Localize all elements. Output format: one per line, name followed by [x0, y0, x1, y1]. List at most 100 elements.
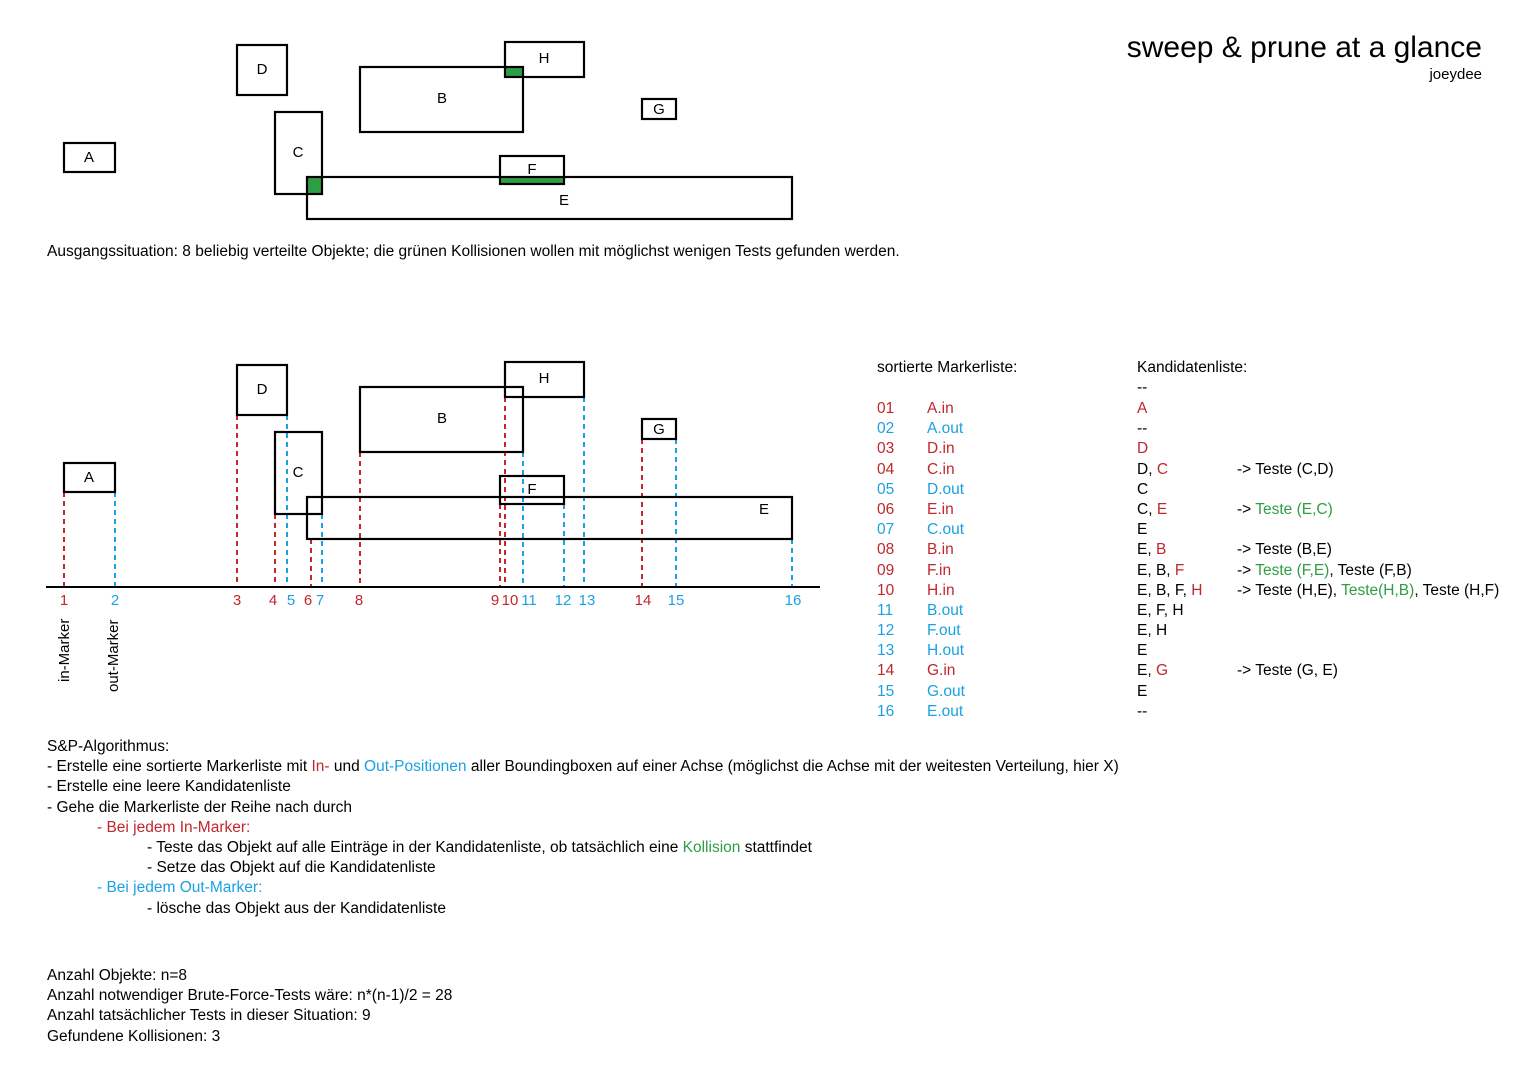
box-label-h: H	[539, 50, 550, 67]
candidate-cell: E, B, F	[1137, 561, 1202, 581]
algorithm-step-3: - Gehe die Markerliste der Reihe nach du…	[47, 798, 352, 816]
marker-number-cell: 05	[877, 480, 894, 500]
marker-number-cell: 13	[877, 641, 894, 661]
box-label-e: E	[559, 192, 569, 209]
marker-list-header: sortierte Markerliste:	[877, 359, 1018, 376]
marker-number: 10	[877, 581, 895, 599]
marker-number-cell: 07	[877, 520, 894, 540]
axis-box-label-d: D	[257, 381, 268, 398]
tests-cell: -> Teste (F,E), Teste (F,B)	[1237, 561, 1499, 581]
candidate-cell: E, B, F, H	[1137, 581, 1202, 601]
statistics: Anzahl Objekte: n=8 Anzahl notwendiger B…	[47, 966, 452, 1047]
tests-cell: -> Teste (H,E), Teste(H,B), Teste (H,F)	[1237, 581, 1499, 601]
marker-name: G.out	[927, 682, 965, 700]
tests-cell: -> Teste (G, E)	[1237, 661, 1499, 681]
box-label-d: D	[257, 61, 268, 78]
marker-number-cell: 15	[877, 682, 894, 702]
marker-number-2: 2	[111, 592, 119, 609]
tests-cell	[1237, 702, 1499, 722]
box-e	[305, 175, 794, 221]
candidate-entry: D	[1137, 440, 1149, 458]
candidate-cell: E, G	[1137, 661, 1202, 681]
tests-cell	[1237, 439, 1499, 459]
candidate-entry: E, B,	[1137, 561, 1175, 579]
marker-number-16: 16	[785, 592, 802, 609]
situation-caption: Ausgangssituation: 8 beliebig verteilte …	[47, 243, 900, 260]
test-entry: Teste (F,E)	[1255, 561, 1330, 579]
marker-name: E.in	[927, 500, 954, 518]
marker-name-cell: B.out	[927, 601, 965, 621]
axis-box-d	[235, 363, 289, 417]
candidate-cell: E	[1137, 641, 1202, 661]
box-a	[62, 141, 117, 174]
in-marker-step-1: - Teste das Objekt auf alle Einträge in …	[147, 838, 812, 856]
marker-name-cell: D.out	[927, 480, 965, 500]
marker-number-10: 10	[502, 592, 519, 609]
tests-cell	[1237, 419, 1499, 439]
marker-number-cell: 10	[877, 581, 894, 601]
collision-overlap-1	[505, 66, 523, 77]
box-label-g: G	[653, 101, 665, 118]
marker-number-7: 7	[316, 592, 324, 609]
axis-box-b	[358, 385, 525, 454]
marker-number-5: 5	[287, 592, 295, 609]
tests-cell: -> Teste (B,E)	[1237, 540, 1499, 560]
candidate-entry: G	[1155, 662, 1169, 680]
marker-number: 08	[877, 541, 895, 559]
marker-name: A.out	[927, 420, 964, 438]
marker-name: D.in	[927, 440, 955, 458]
marker-number: 07	[877, 521, 895, 539]
marker-number-1: 1	[60, 592, 68, 609]
box-label-f: F	[527, 161, 536, 178]
box-h	[503, 40, 586, 79]
page-title: sweep & prune at a glance	[1126, 31, 1482, 64]
marker-number: 13	[877, 642, 895, 660]
axis-box-f	[498, 474, 566, 506]
marker-name: F.in	[927, 561, 952, 579]
test-entry: -> Teste (C,D)	[1237, 460, 1334, 478]
marker-name: H.in	[927, 581, 955, 599]
tests-cell	[1237, 641, 1499, 661]
candidate-cell: C, E	[1137, 500, 1202, 520]
box-b	[358, 65, 525, 134]
marker-number: 05	[877, 480, 895, 498]
box-label-c: C	[293, 144, 304, 161]
in-marker-label: in-Marker	[56, 619, 73, 682]
candidate-entry: E,	[1137, 541, 1156, 559]
marker-name-cell: D.in	[927, 439, 965, 459]
marker-number-cell: 04	[877, 460, 894, 480]
marker-name-cell: A.out	[927, 419, 965, 439]
out-marker-heading: - Bei jedem Out-Marker:	[97, 879, 263, 897]
marker-name-cell: B.in	[927, 540, 965, 560]
marker-number-9: 9	[491, 592, 499, 609]
candidate-entry: B	[1155, 541, 1167, 559]
in-marker-heading: - Bei jedem In-Marker:	[97, 818, 251, 836]
box-f	[498, 154, 566, 186]
candidate-cell: E	[1137, 682, 1202, 702]
candidate-cell: C	[1137, 480, 1202, 500]
stat-collisions: Gefundene Kollisionen: 3	[47, 1027, 221, 1045]
marker-name: F.out	[927, 622, 961, 640]
marker-name: C.out	[927, 521, 965, 539]
marker-number-8: 8	[355, 592, 363, 609]
candidate-entry: C	[1137, 480, 1149, 498]
candidate-entry: E,	[1137, 662, 1156, 680]
axis-box-label-g: G	[653, 421, 665, 438]
test-entry: ->	[1237, 561, 1256, 579]
candidate-cell: D, C	[1137, 460, 1202, 480]
test-entry: -> Teste (B,E)	[1237, 541, 1332, 559]
marker-name-cell: H.in	[927, 581, 965, 601]
algorithm-description: S&P-Algorithmus: - Erstelle eine sortier…	[47, 737, 1119, 919]
marker-name: A.in	[927, 400, 954, 417]
marker-name-cell: A.in	[927, 399, 965, 419]
test-entry: , Teste (F,B)	[1329, 561, 1412, 579]
marker-number-cell: 16	[877, 702, 894, 722]
marker-name-cell: C.out	[927, 520, 965, 540]
axis-box-label-h: H	[539, 370, 550, 387]
axis-box-h	[503, 360, 586, 399]
marker-number: 12	[877, 622, 895, 640]
marker-name-cell: G.in	[927, 661, 965, 681]
